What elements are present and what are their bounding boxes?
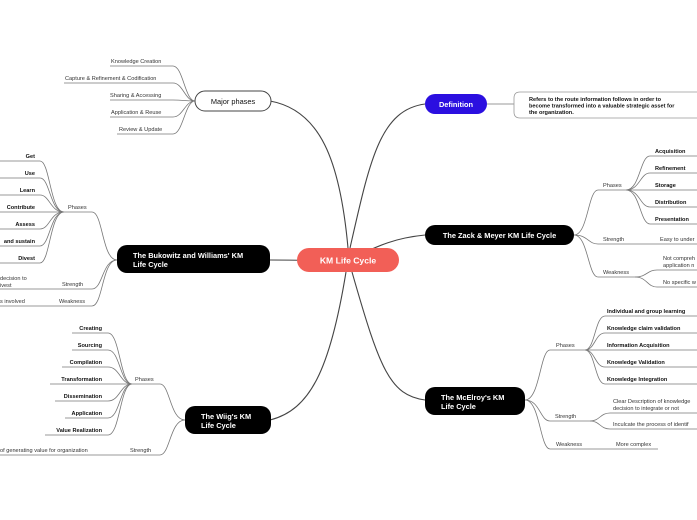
mcelroy-branch: The McElroy's KM Life Cycle Phases Indiv… <box>425 309 697 450</box>
wiig-phases-label: Phases <box>135 377 154 383</box>
bukowitz-label-line: The Bukowitz and Williams' KM <box>133 251 243 260</box>
definition-text-line: Refers to the route information follows … <box>529 97 662 103</box>
mcelroy-node[interactable] <box>425 387 525 415</box>
wiig-phase: Sourcing <box>78 343 103 349</box>
wiig-strength-label: Strength <box>130 448 151 454</box>
wiig-label-line: Life Cycle <box>201 421 236 430</box>
major-phase-item: Sharing & Accessing <box>110 93 161 99</box>
mcelroy-phase: Knowledge claim validation <box>607 326 681 332</box>
mcelroy-strength: Clear Description of knowledge <box>613 399 690 405</box>
zack-meyer-phase: Presentation <box>655 217 689 223</box>
bukowitz-phase: Contribute <box>7 205 35 211</box>
bukowitz-strength-label: Strength <box>62 282 83 288</box>
wiig-phase: Application <box>72 411 103 417</box>
zack-meyer-branch: The Zack & Meyer KM Life Cycle Phases Ac… <box>425 149 697 288</box>
major-phase-item: Application & Reuse <box>111 110 161 116</box>
mcelroy-phase: Knowledge Validation <box>607 360 665 366</box>
major-phase-item: Capture & Refinement & Codification <box>65 76 156 82</box>
mcelroy-label-line: The McElroy's KM <box>441 393 504 402</box>
central-label: KM Life Cycle <box>320 256 377 266</box>
bukowitz-strength: ivest <box>0 283 12 289</box>
wiig-phase: Compilation <box>70 360 103 366</box>
zack-meyer-strength-label: Strength <box>603 237 624 243</box>
wiig-branch: The Wiig's KM Life Cycle Phases Creating… <box>0 326 271 456</box>
definition-node[interactable] <box>425 94 487 114</box>
major-phases-branch: Major phases Knowledge Creation Capture … <box>64 59 272 135</box>
zack-meyer-phase: Refinement <box>655 166 686 172</box>
bukowitz-phase: Divest <box>18 256 35 262</box>
zack-meyer-weakness: application n <box>663 263 694 269</box>
major-phases-label: Major phases <box>211 97 256 106</box>
bukowitz-phase: and sustain <box>4 239 36 245</box>
wiig-strength: of generating value for organization <box>0 448 88 454</box>
zack-meyer-phase: Distribution <box>655 200 687 206</box>
major-phase-item: Review & Update <box>119 127 162 133</box>
zack-meyer-phase: Storage <box>655 183 676 189</box>
bukowitz-phase: Assess <box>15 222 35 228</box>
definition-text-line: the organization. <box>529 110 574 116</box>
mcelroy-weakness-label: Weakness <box>556 442 582 448</box>
mcelroy-phase: Knowledge Integration <box>607 377 668 383</box>
mcelroy-phase: Individual and group learning <box>607 309 686 315</box>
bukowitz-phase: Get <box>26 154 35 160</box>
major-phase-item: Knowledge Creation <box>111 59 161 65</box>
wiig-phase: Value Realization <box>56 428 102 434</box>
mcelroy-strength-label: Strength <box>555 414 576 420</box>
bukowitz-phases-label: Phases <box>68 205 87 211</box>
bukowitz-strength: decision to <box>0 276 27 282</box>
bukowitz-weakness-label: Weakness <box>59 299 85 305</box>
wiig-node[interactable] <box>185 406 271 434</box>
central-node[interactable] <box>297 248 399 272</box>
major-phases-node[interactable] <box>194 90 272 112</box>
bukowitz-node[interactable] <box>117 245 270 273</box>
zack-meyer-weakness: No specific w <box>663 280 697 286</box>
mcelroy-strength: Inculcate the process of identif <box>613 422 689 428</box>
bukowitz-label-line: Life Cycle <box>133 260 168 269</box>
wiig-label-line: The Wiig's KM <box>201 412 251 421</box>
zack-meyer-phases-label: Phases <box>603 183 622 189</box>
bukowitz-phase: Use <box>25 171 35 177</box>
zack-meyer-weakness: Not compreh <box>663 256 695 262</box>
zack-meyer-strength: Easy to under <box>660 237 695 243</box>
mcelroy-strength: decision to integrate or not <box>613 406 679 412</box>
zack-meyer-weakness-label: Weakness <box>603 270 629 276</box>
wiig-phase: Transformation <box>61 377 102 383</box>
mcelroy-phases-label: Phases <box>556 343 575 349</box>
definition-branch: Definition Refers to the route informati… <box>425 91 697 119</box>
bukowitz-phase: Learn <box>20 188 36 194</box>
central-node-group: KM Life Cycle <box>297 248 399 272</box>
bukowitz-branch: The Bukowitz and Williams' KM Life Cycle… <box>0 154 270 307</box>
definition-text-line: become transformed into a valuable strat… <box>529 104 675 110</box>
bukowitz-weakness: s involved <box>0 299 25 305</box>
zack-meyer-phase: Acquisition <box>655 149 686 155</box>
definition-label: Definition <box>439 100 474 109</box>
mcelroy-phase: Information Acquisition <box>607 343 670 349</box>
wiig-phase: Creating <box>79 326 102 332</box>
zack-meyer-node[interactable] <box>425 225 574 245</box>
mcelroy-label-line: Life Cycle <box>441 402 476 411</box>
wiig-phase: Dissemination <box>64 394 103 400</box>
mcelroy-weakness: More complex <box>616 442 651 448</box>
zack-meyer-label: The Zack & Meyer KM Life Cycle <box>443 231 556 240</box>
